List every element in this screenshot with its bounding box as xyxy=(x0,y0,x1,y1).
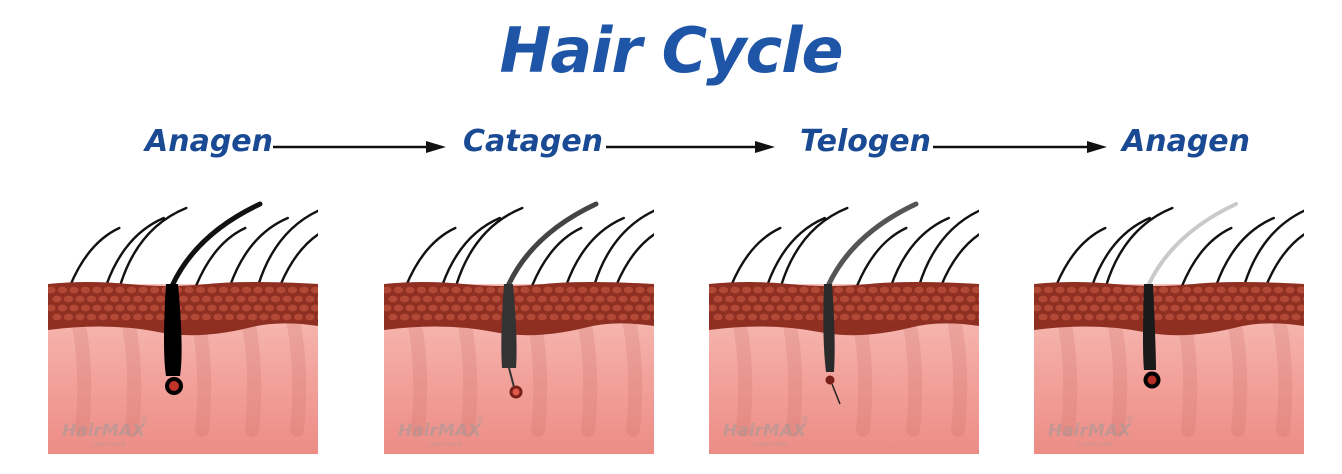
faded-follicles xyxy=(407,313,643,437)
arrow-anagen-to-catagen xyxy=(273,141,446,153)
diagram-title: Hair Cycle xyxy=(499,14,843,87)
epidermis-layer xyxy=(384,282,654,336)
svg-text:HairMAX: HairMAX xyxy=(1048,421,1132,441)
svg-text:LaserComb: LaserComb xyxy=(753,441,787,448)
skin-cells xyxy=(384,286,654,321)
svg-text:®: ® xyxy=(140,415,148,424)
arrow-telogen-to-anagen xyxy=(933,141,1107,153)
skin-cells xyxy=(709,286,979,321)
surface-hairs xyxy=(404,206,654,288)
main-hair-follicle xyxy=(1143,202,1238,389)
svg-text:®: ® xyxy=(1126,415,1134,424)
skin-cells xyxy=(48,286,318,321)
svg-text:LaserComb: LaserComb xyxy=(92,441,126,448)
surface-hairs xyxy=(68,206,318,288)
svg-text:LaserComb: LaserComb xyxy=(1078,441,1112,448)
svg-text:LaserComb: LaserComb xyxy=(428,441,462,448)
arrow-catagen-to-telogen xyxy=(606,141,775,153)
svg-text:®: ® xyxy=(801,415,809,424)
stage-label-telogen: Telogen xyxy=(800,124,932,159)
surface-hairs xyxy=(1054,206,1304,288)
svg-text:HairMAX: HairMAX xyxy=(723,421,807,441)
main-hair-follicle xyxy=(823,201,919,405)
stage-label-anagen-repeat: Anagen xyxy=(1122,124,1250,159)
stage-label-anagen: Anagen xyxy=(145,124,273,159)
surface-hairs xyxy=(729,206,979,288)
epidermis-layer xyxy=(1034,282,1304,336)
epidermis-layer xyxy=(48,282,318,336)
main-hair-follicle xyxy=(164,201,263,395)
main-hair-follicle xyxy=(501,201,599,399)
epidermis-layer xyxy=(709,282,979,336)
stage-label-catagen: Catagen xyxy=(463,124,604,159)
svg-text:®: ® xyxy=(476,415,484,424)
svg-text:HairMAX: HairMAX xyxy=(398,421,482,441)
svg-text:HairMAX: HairMAX xyxy=(62,421,146,441)
